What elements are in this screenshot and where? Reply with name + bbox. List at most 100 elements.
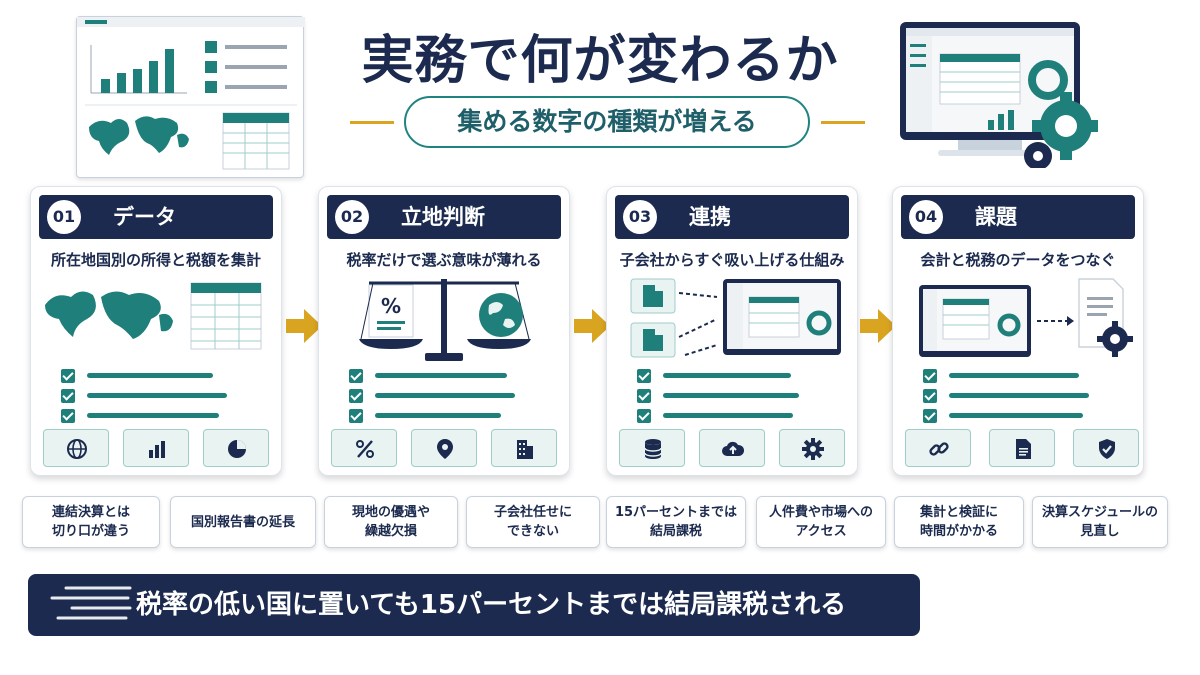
checklist-item (637, 409, 817, 423)
check-icon (923, 369, 937, 383)
card-header: 02 立地判断 (327, 195, 561, 239)
tag-15-percent: 15パーセントまでは 結局課税 (606, 496, 746, 548)
arrow-right-icon (860, 309, 896, 343)
tag-consolidation: 連結決算とは 切り口が違う (22, 496, 160, 548)
database-icon-box (619, 429, 685, 467)
placeholder-line (87, 413, 219, 418)
gear-icon-box (779, 429, 845, 467)
checklist-item (349, 369, 529, 383)
placeholder-line (375, 373, 507, 378)
check-icon (61, 409, 75, 423)
document-icon-box (989, 429, 1055, 467)
placeholder-line (949, 393, 1089, 398)
checklist-item (923, 409, 1103, 423)
checklist-item (61, 389, 241, 403)
card-number: 03 (623, 200, 657, 234)
bottom-banner: 税率の低い国に置いても15パーセントまでは結局課税される (28, 574, 920, 636)
card-title: 課題 (975, 205, 1017, 229)
world-map-spreadsheet-illustration (45, 282, 262, 350)
shield-check-icon (1099, 439, 1115, 459)
tag-cbcr: 国別報告書の延長 (170, 496, 316, 548)
card-integration: 03 連携 子会社からすぐ吸い上げる仕組み (606, 186, 858, 476)
link-icon (929, 442, 949, 456)
percent-icon-box (331, 429, 397, 467)
card-description: 会計と税務のデータをつなぐ (920, 251, 1116, 269)
dashboard-illustration (77, 17, 305, 170)
card-header: 04 課題 (901, 195, 1135, 239)
checklist-item (637, 389, 817, 403)
placeholder-line (87, 393, 227, 398)
placeholder-line (949, 373, 1079, 378)
location-pin-icon-box (411, 429, 477, 467)
checklist-item (349, 409, 529, 423)
check-icon (349, 369, 363, 383)
card-number: 04 (909, 200, 943, 234)
pie-chart-icon-box (203, 429, 269, 467)
placeholder-line (663, 413, 793, 418)
checklist-item (349, 389, 529, 403)
arrow-right-icon (574, 309, 610, 343)
link-icon-box (905, 429, 971, 467)
checklist-item (61, 409, 241, 423)
checklist-item (61, 369, 241, 383)
card-title: 連携 (689, 205, 731, 229)
subtitle-left-rule (350, 121, 394, 124)
bar-chart-icon-box (123, 429, 189, 467)
speed-lines-icon (50, 586, 132, 620)
checklist-item (923, 369, 1103, 383)
location-pin-icon (437, 439, 453, 459)
subtitle-right-rule (821, 121, 865, 124)
check-icon (637, 389, 651, 403)
card-header: 03 連携 (615, 195, 849, 239)
subtitle-banner: 集める数字の種類が増える (350, 96, 865, 148)
card-description: 税率だけで選ぶ意味が薄れる (346, 251, 542, 269)
building-icon-box (491, 429, 557, 467)
document-icon (1016, 439, 1031, 459)
globe-icon-box (43, 429, 109, 467)
card-title: データ (113, 205, 176, 229)
accounting-tax-link-illustration (919, 278, 1133, 357)
page-title: 実務で何が変わるか (361, 31, 839, 91)
card-description: 所在地国別の所得と税額を集計 (50, 251, 261, 269)
tag-labor-market: 人件費や市場への アクセス (756, 496, 886, 548)
gear-icon (802, 438, 824, 460)
check-icon (349, 389, 363, 403)
card-number: 01 (47, 200, 81, 234)
monitor-icon (900, 22, 1100, 170)
checklist-item (637, 369, 817, 383)
tag-local-incentives: 現地の優遇や 繰越欠損 (324, 496, 458, 548)
placeholder-line (949, 413, 1083, 418)
checklist-item (923, 389, 1103, 403)
cloud-upload-icon-box (699, 429, 765, 467)
check-icon (923, 409, 937, 423)
subtitle: 集める数字の種類が増える (404, 96, 810, 148)
card-location: 02 立地判断 税率だけで選ぶ意味が薄れる % (318, 186, 570, 476)
check-icon (349, 409, 363, 423)
placeholder-line (663, 373, 791, 378)
placeholder-line (87, 373, 213, 378)
check-icon (61, 369, 75, 383)
shield-check-icon-box (1073, 429, 1139, 467)
card-data: 01 データ 所在地国別の所得と税額を集計 (30, 186, 282, 476)
check-icon (637, 369, 651, 383)
check-icon (637, 409, 651, 423)
card-header: 01 データ (39, 195, 273, 239)
arrow-right-icon (286, 309, 322, 343)
percent-label: % (381, 294, 401, 318)
monitor-gears-illustration (898, 18, 1100, 170)
database-icon (644, 439, 662, 459)
placeholder-line (375, 393, 515, 398)
tag-verification: 集計と検証に 時間がかかる (894, 496, 1024, 548)
pie-chart-icon (228, 440, 246, 458)
tag-subsidiary: 子会社任せに できない (466, 496, 600, 548)
placeholder-line (375, 413, 501, 418)
placeholder-line (663, 393, 799, 398)
check-icon (923, 389, 937, 403)
globe-icon (67, 439, 87, 459)
scale-illustration: % (359, 279, 531, 361)
card-challenges: 04 課題 会計と税務のデータをつなぐ (892, 186, 1144, 476)
percent-icon (356, 440, 374, 458)
cloud-upload-icon (722, 441, 745, 456)
tag-schedule: 決算スケジュールの 見直し (1032, 496, 1168, 548)
banner-text: 税率の低い国に置いても15パーセントまでは結局課税される (136, 590, 847, 620)
